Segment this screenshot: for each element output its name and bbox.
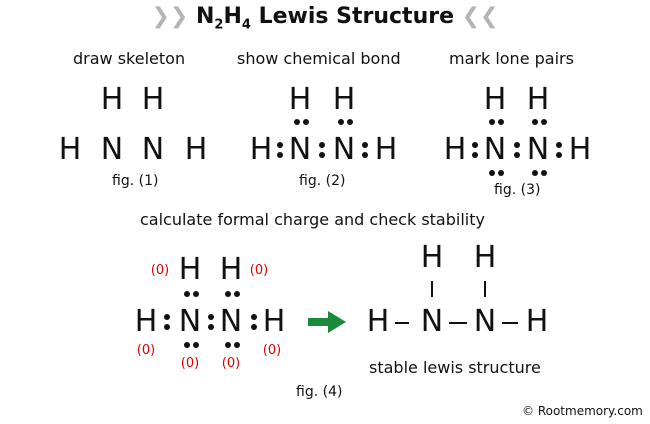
atom-n: N [178,304,202,339]
atom-h: H [288,82,312,117]
atom-n: N [288,132,312,167]
atom-n: N [100,132,124,167]
atom-n: N [483,132,507,167]
step-2-caption: show chemical bond [237,49,401,68]
formal-charge-label: (0) [136,343,156,358]
bond-electron [472,152,478,158]
lone-pair-electron [489,170,495,176]
lone-pair-electron [234,342,240,348]
bond-electron [303,119,309,125]
step-1-caption: draw skeleton [73,49,186,68]
bond-electron [234,291,240,297]
bond-electron [164,324,170,330]
bond-electron [532,119,538,125]
atom-n: N [219,304,243,339]
bond-electron [277,152,283,158]
atom-h: H [374,132,398,167]
fig-2-label: fig. (2) [299,173,346,189]
formal-charge-label: (0) [221,356,241,371]
lone-pair-electron [225,342,231,348]
lone-pair-electron [532,170,538,176]
atom-h: H [100,82,124,117]
bond-electron [498,119,504,125]
stable-structure-label: stable lewis structure [369,358,541,377]
bond-electron [208,314,214,320]
bond-electron [514,152,520,158]
atom-h: H [473,240,497,275]
atom-h: H [525,304,549,339]
lone-pair-electron [184,342,190,348]
right-arrow-icon [308,311,346,333]
bond-electron [319,152,325,158]
chevron-right-icon: ❯❯ [151,4,189,29]
single-bond [449,322,467,324]
single-bond [395,322,409,324]
bond-electron [362,142,368,148]
single-bond [502,322,518,324]
bond-electron [184,291,190,297]
fig-4-label: fig. (4) [296,384,343,400]
bond-electron [472,142,478,148]
bond-electron [164,314,170,320]
atom-h: H [568,132,592,167]
bond-electron [251,314,257,320]
single-bond [431,281,433,297]
atom-h: H [262,304,286,339]
fig-1-label: fig. (1) [112,173,159,189]
atom-h: H [141,82,165,117]
page-title: ❯❯ N2H4 Lewis Structure ❮❮ [151,4,499,33]
atom-h: H [526,82,550,117]
bond-electron [362,152,368,158]
bond-electron [347,119,353,125]
bond-electron [541,119,547,125]
bond-electron [319,142,325,148]
lone-pair-electron [193,342,199,348]
copyright: © Rootmemory.com [522,404,643,418]
atom-h: H [483,82,507,117]
atom-h: H [420,240,444,275]
bond-electron [225,291,231,297]
single-bond [484,281,486,297]
lone-pair-electron [541,170,547,176]
bond-electron [251,324,257,330]
atom-n: N [141,132,165,167]
atom-h: H [443,132,467,167]
formal-charge-label: (0) [180,356,200,371]
atom-n: N [420,304,444,339]
atom-h: H [58,132,82,167]
atom-n: N [473,304,497,339]
atom-h: H [134,304,158,339]
atom-n: N [332,132,356,167]
bond-electron [556,142,562,148]
atom-h: H [184,132,208,167]
atom-h: H [332,82,356,117]
formal-charge-label: (0) [249,263,269,278]
atom-h: H [366,304,390,339]
atom-h: H [178,252,202,287]
bond-electron [208,324,214,330]
atom-n: N [526,132,550,167]
bond-electron [556,152,562,158]
formal-charge-label: (0) [150,263,170,278]
lone-pair-electron [498,170,504,176]
atom-h: H [219,252,243,287]
bond-electron [294,119,300,125]
bond-electron [193,291,199,297]
atom-h: H [249,132,273,167]
bond-electron [338,119,344,125]
fig-3-label: fig. (3) [494,182,541,198]
chevron-left-icon: ❮❮ [461,4,499,29]
bond-electron [489,119,495,125]
step-4-caption: calculate formal charge and check stabil… [140,210,485,229]
bond-electron [277,142,283,148]
formal-charge-label: (0) [262,343,282,358]
bond-electron [514,142,520,148]
step-3-caption: mark lone pairs [449,49,574,68]
